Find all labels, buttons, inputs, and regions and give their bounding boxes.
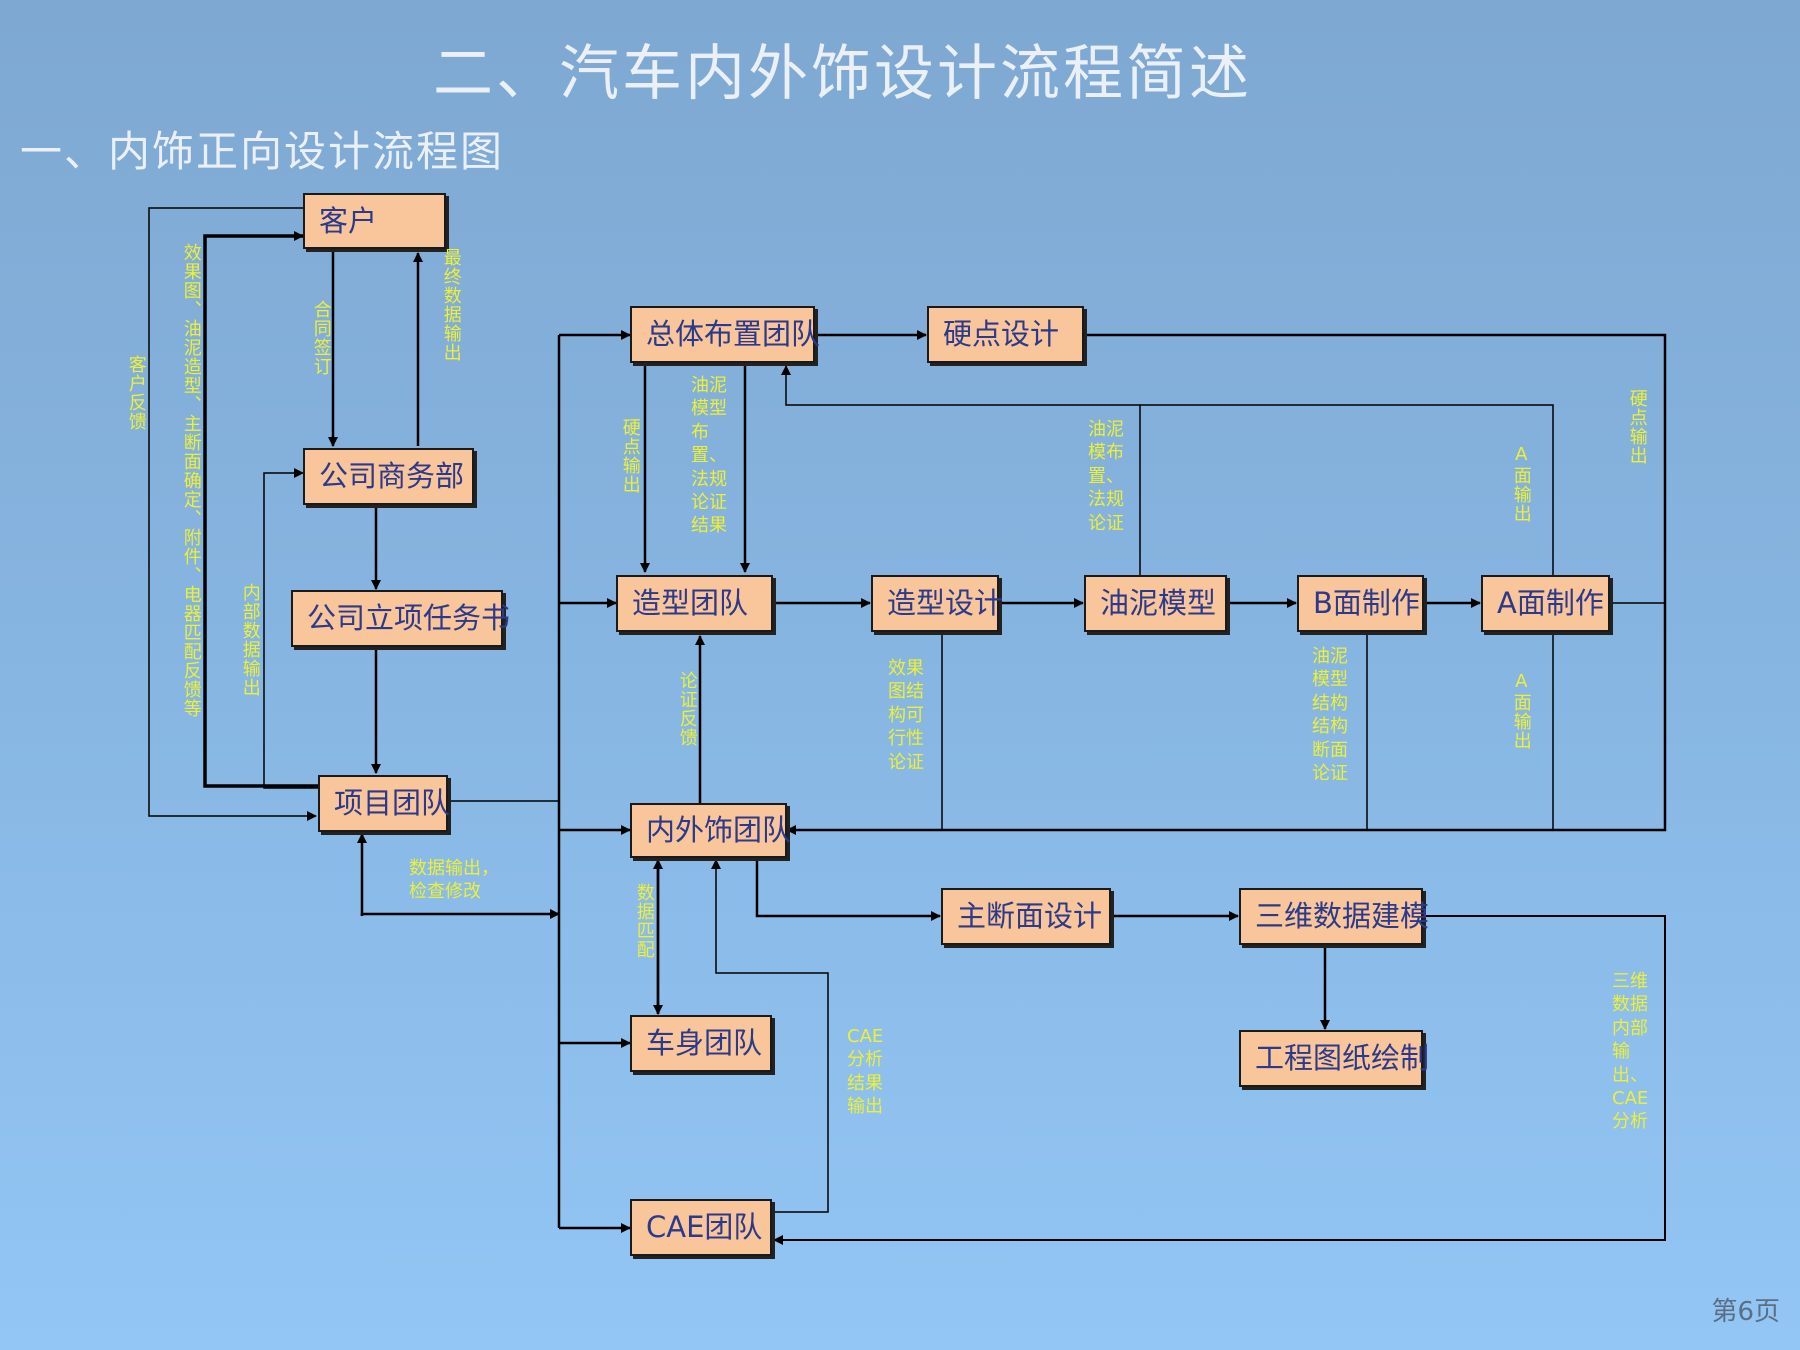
label-hardpoint-out-right: 硬点输出: [1626, 389, 1648, 465]
label-clay-layout-result: 油泥模型布置、法规论证结果: [691, 375, 727, 537]
box-cae-team: CAE团队: [630, 1199, 772, 1256]
label-hardpoint-out-left: 硬点输出: [619, 418, 641, 494]
page-title: 二、汽车内外饰设计流程简述: [433, 39, 1252, 109]
box-3d-model: 三维数据建模: [1239, 888, 1429, 945]
box-business: 公司商务部: [303, 448, 474, 505]
label-a-out-upper: A面输出: [1510, 444, 1532, 523]
box-trim-team: 内外饰团队: [630, 803, 791, 858]
box-project-team: 项目团队: [318, 775, 450, 832]
label-3d-data-out: 三维数据内部输出、CAE分析: [1612, 971, 1649, 1133]
label-rendering-feasibility: 效果图结构可行性论证: [888, 658, 924, 773]
box-b-surface: B面制作: [1297, 575, 1424, 632]
box-hardpoint: 硬点设计: [927, 306, 1084, 363]
label-feedback: 论证反馈: [676, 671, 698, 747]
box-customer: 客户: [303, 193, 446, 249]
label-customer-feedback: 客户反馈: [125, 355, 147, 431]
box-styling-design: 造型设计: [871, 575, 1003, 632]
label-data-check: 数据输出，检查修改: [409, 858, 499, 903]
label-contract: 合同签订: [310, 300, 332, 376]
label-data-match: 数据匹配: [633, 883, 655, 959]
box-project-doc: 公司立项任务书: [291, 590, 510, 647]
label-final-data: 最终数据输出: [440, 248, 462, 362]
label-a-out-lower: A面输出: [1510, 671, 1532, 750]
box-drawings: 工程图纸绘制: [1239, 1030, 1429, 1087]
label-clay-structure: 油泥模型结构结构断面论证: [1312, 646, 1348, 784]
box-body-team: 车身团队: [630, 1015, 772, 1072]
label-clay-layout-check: 油泥模布置、法规论证: [1088, 419, 1124, 534]
box-main-section: 主断面设计: [941, 888, 1111, 945]
box-layout-team: 总体布置团队: [630, 306, 820, 363]
label-internal-data: 内部数据输出: [239, 583, 261, 697]
page-number: 第6页: [1711, 1297, 1780, 1327]
box-styling-team: 造型团队: [616, 575, 773, 632]
label-cae-result: CAE分析结果输出: [847, 1026, 884, 1118]
label-rendering-feedback: 效果图、油泥造型、主断面确定、附件、电器匹配反馈等: [180, 243, 202, 718]
box-a-surface: A面制作: [1481, 575, 1610, 632]
box-clay-model: 油泥模型: [1084, 575, 1227, 632]
page-subtitle: 一、内饰正向设计流程图: [20, 127, 505, 176]
